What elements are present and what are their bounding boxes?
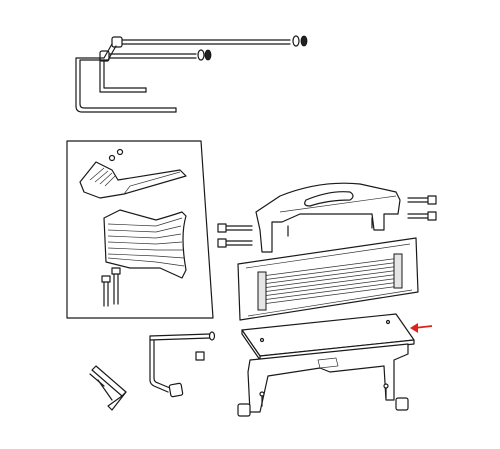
- nut: [300, 35, 308, 47]
- screw-head: [116, 148, 124, 156]
- hex-key: [89, 365, 127, 411]
- stand-body: [247, 343, 409, 413]
- rod-knob: [168, 382, 184, 398]
- foot: [395, 397, 409, 411]
- rod-cap: [111, 36, 123, 48]
- callout-arrow: [410, 323, 433, 333]
- bolt-head: [217, 238, 227, 248]
- bolt-head: [427, 211, 437, 221]
- nut: [204, 49, 212, 61]
- detail-box-border: [66, 140, 214, 319]
- blade-lines: [261, 257, 401, 305]
- washer: [197, 49, 205, 61]
- blade-clamp-right: [393, 253, 403, 289]
- blade-frame: [237, 237, 419, 321]
- pusher-head: [79, 161, 187, 199]
- bolt-head: [427, 195, 437, 205]
- bolt-head: [101, 275, 111, 283]
- set-screw: [195, 351, 205, 361]
- washer: [292, 35, 300, 47]
- handle-grip-slot: [304, 191, 354, 207]
- blade-assembly-detail: [66, 140, 214, 319]
- base-stand: [237, 343, 409, 417]
- foot: [237, 403, 251, 417]
- screw-head: [108, 154, 116, 162]
- bolt-head: [217, 223, 227, 233]
- blade-frame-plate: [237, 237, 419, 321]
- pusher-rod-assembly: [75, 35, 308, 113]
- blade-stack: [103, 209, 187, 279]
- bolt-head: [111, 267, 121, 275]
- blade-clamp-left: [257, 271, 267, 311]
- handle-frame: [217, 182, 437, 253]
- l-handle-rod: [149, 331, 216, 398]
- rod-tip: [208, 331, 216, 341]
